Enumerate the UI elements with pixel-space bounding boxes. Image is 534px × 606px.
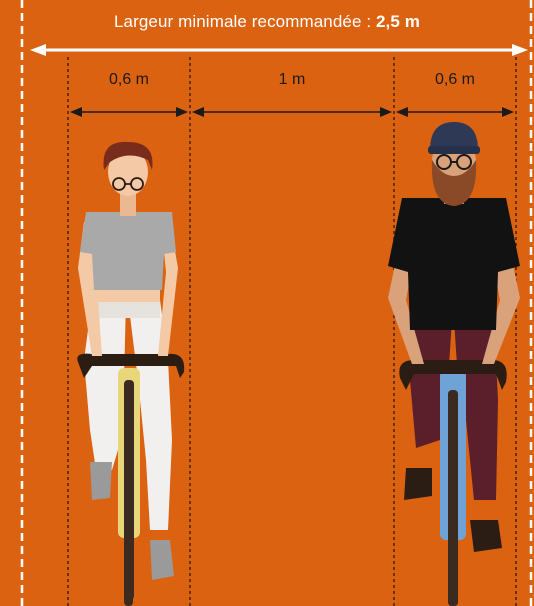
woman-cyclist-illustration <box>77 142 184 606</box>
bearded-man-cyclist-illustration <box>388 122 520 606</box>
arrowhead-left-icon <box>30 44 46 56</box>
total-width-arrow <box>30 44 528 56</box>
arrowhead-right-icon <box>512 44 528 56</box>
dimension-arrows <box>70 107 514 117</box>
